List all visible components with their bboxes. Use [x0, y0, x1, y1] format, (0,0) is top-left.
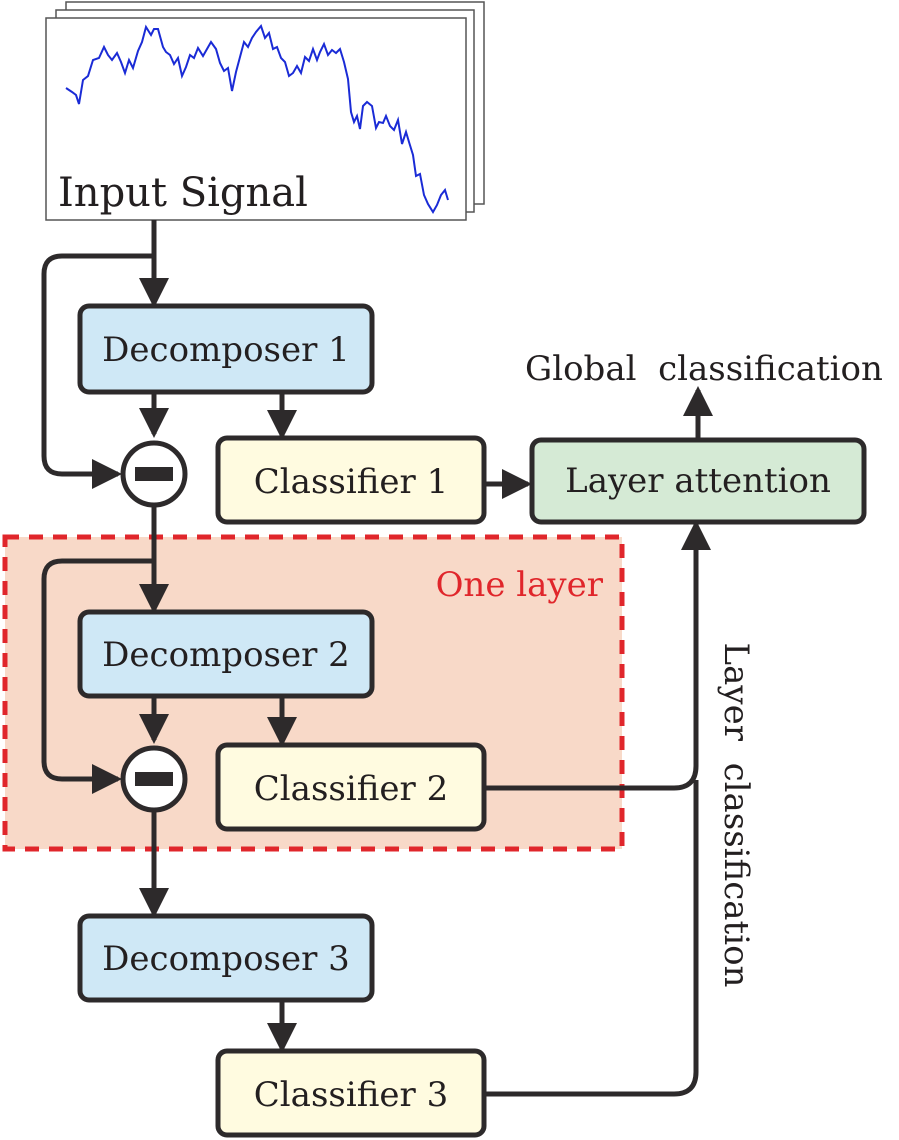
- decomposer-2-label: Decomposer 2: [102, 635, 350, 675]
- classifier-2-box: Classifier 2: [215, 742, 487, 832]
- decomposer-1-box: Decomposer 1: [77, 303, 375, 395]
- minus-circle-icon: [120, 440, 188, 508]
- connectors: [41, 220, 713, 1097]
- classifier-1-label: Classifier 1: [254, 462, 448, 502]
- decomposer-3-label: Decomposer 3: [102, 939, 350, 979]
- decomposer-3-box: Decomposer 3: [77, 913, 375, 1003]
- input-signal-label: Input Signal: [58, 170, 308, 216]
- minus-circle-icon: [120, 745, 188, 813]
- line-classifier-2-to-attention: [484, 519, 711, 791]
- classifier-3-label: Classifier 3: [254, 1075, 448, 1115]
- layer-attention-label: Layer attention: [565, 461, 831, 501]
- line-classifier-3-to-attention: [484, 780, 699, 1097]
- classifier-1-box: Classifier 1: [215, 435, 487, 525]
- classifier-3-box: Classifier 3: [215, 1048, 487, 1138]
- global-classification-label: Global classification: [525, 349, 883, 389]
- arrow-skip-to-subtract-2: [41, 558, 154, 794]
- input-signal-panel: Input Signal: [45, 1, 485, 221]
- arrow-skip-to-subtract-1: [41, 253, 154, 489]
- layer-attention-box: Layer attention: [529, 437, 867, 525]
- classifier-2-label: Classifier 2: [254, 769, 448, 809]
- signal-waveform: [65, 23, 449, 214]
- decomposer-2-box: Decomposer 2: [77, 609, 375, 699]
- layer-classification-label: Layer classification: [716, 643, 756, 988]
- decomposer-1-label: Decomposer 1: [102, 330, 350, 370]
- one-layer-label: One layer: [436, 565, 604, 605]
